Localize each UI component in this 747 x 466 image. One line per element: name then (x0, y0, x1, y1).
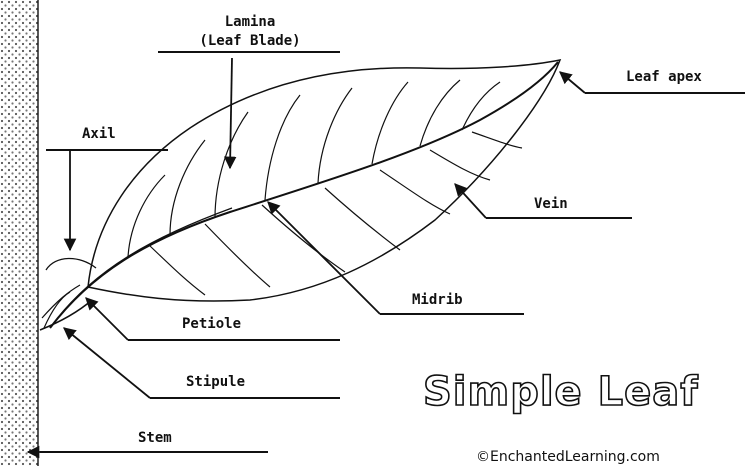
label-midrib: Midrib (412, 292, 463, 308)
label-axil: Axil (82, 126, 116, 142)
label-leaf-blade: (Leaf Blade) (199, 33, 300, 49)
arrow-leaf-apex (560, 72, 585, 93)
label-vein: Vein (534, 196, 568, 212)
diagram-title: Simple Leaf (423, 369, 699, 415)
axil-curve (46, 258, 96, 270)
arrow-petiole (86, 298, 128, 340)
veins-upper (128, 80, 500, 257)
label-petiole: Petiole (182, 316, 241, 332)
arrow-midrib (268, 202, 380, 314)
arrow-lamina (230, 58, 232, 168)
label-stem: Stem (138, 430, 172, 446)
leaf-blade-outline (88, 60, 560, 301)
label-stipule: Stipule (186, 374, 245, 390)
copyright-credit: ©EnchantedLearning.com (476, 449, 660, 465)
arrow-stipule (64, 328, 150, 398)
arrow-vein (455, 184, 486, 218)
stem-shape (0, 0, 38, 466)
petiole-shape (40, 300, 92, 330)
label-leaf-apex: Leaf apex (626, 69, 702, 85)
label-lamina: Lamina (225, 14, 276, 30)
midrib-line (50, 62, 558, 328)
